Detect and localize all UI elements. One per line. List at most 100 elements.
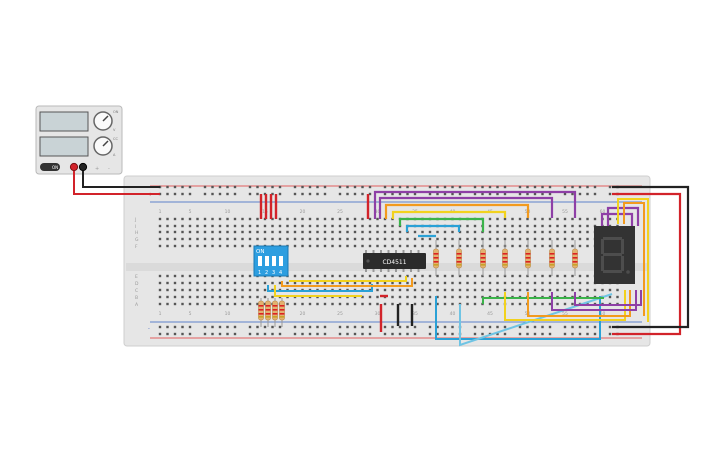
grid-hole[interactable] [286,230,289,234]
grid-hole[interactable] [293,237,297,241]
grid-hole[interactable] [563,302,567,306]
rail-hole[interactable] [428,192,432,196]
grid-hole[interactable] [196,224,199,228]
rail-hole[interactable] [368,185,372,189]
grid-hole[interactable] [256,281,259,285]
rail-hole[interactable] [488,325,492,329]
grid-hole[interactable] [466,237,469,241]
grid-hole[interactable] [406,274,409,278]
grid-hole[interactable] [211,230,214,234]
grid-hole[interactable] [428,295,432,299]
grid-hole[interactable] [308,281,312,285]
grid-hole[interactable] [293,224,297,228]
rail-hole[interactable] [586,325,589,329]
grid-hole[interactable] [173,274,177,278]
grid-hole[interactable] [196,295,199,299]
grid-hole[interactable] [586,224,589,228]
grid-hole[interactable] [278,224,282,228]
grid-hole[interactable] [248,295,252,299]
grid-hole[interactable] [241,281,244,285]
grid-hole[interactable] [533,288,537,292]
grid-hole[interactable] [286,302,289,306]
grid-hole[interactable] [511,288,514,292]
rail-hole[interactable] [383,332,387,336]
grid-hole[interactable] [376,281,379,285]
grid-hole[interactable] [188,244,192,248]
grid-hole[interactable] [203,224,207,228]
rail-hole[interactable] [548,332,552,336]
grid-hole[interactable] [203,244,207,248]
grid-hole[interactable] [571,224,574,228]
grid-hole[interactable] [226,288,229,292]
grid-hole[interactable] [316,224,319,228]
grid-hole[interactable] [166,244,169,248]
grid-hole[interactable] [458,281,462,285]
grid-hole[interactable] [496,244,499,248]
rail-hole[interactable] [278,185,282,189]
grid-hole[interactable] [451,274,454,278]
grid-hole[interactable] [421,230,424,234]
grid-hole[interactable] [361,281,364,285]
grid-hole[interactable] [308,274,312,278]
grid-hole[interactable] [308,230,312,234]
rail-hole[interactable] [451,192,454,196]
rail-hole[interactable] [541,332,544,336]
grid-hole[interactable] [473,295,477,299]
purple-wire-bottom-1[interactable] [551,290,637,311]
grid-hole[interactable] [241,288,244,292]
seven-segment-display[interactable] [594,226,635,284]
rail-hole[interactable] [586,332,589,336]
rail-hole[interactable] [203,192,207,196]
grid-hole[interactable] [293,302,297,306]
grid-hole[interactable] [466,295,469,299]
rail-hole[interactable] [181,325,184,329]
grid-hole[interactable] [368,244,372,248]
grid-hole[interactable] [451,237,454,241]
grid-hole[interactable] [301,237,304,241]
grid-hole[interactable] [481,288,484,292]
resistors[interactable] [433,240,578,276]
grid-hole[interactable] [353,244,357,248]
rail-hole[interactable] [248,325,252,329]
grid-hole[interactable] [593,288,597,292]
grid-hole[interactable] [428,244,432,248]
grid-hole[interactable] [361,295,364,299]
grid-hole[interactable] [406,288,409,292]
grid-hole[interactable] [473,274,477,278]
grid-hole[interactable] [466,244,469,248]
grid-hole[interactable] [376,302,379,306]
grid-hole[interactable] [398,230,402,234]
grid-hole[interactable] [548,237,552,241]
grid-hole[interactable] [601,288,604,292]
grid-hole[interactable] [263,288,267,292]
grid-hole[interactable] [173,224,177,228]
rail-hole[interactable] [368,332,372,336]
grid-hole[interactable] [488,224,492,228]
rail-hole[interactable] [256,185,259,189]
grid-hole[interactable] [188,302,192,306]
grid-hole[interactable] [496,274,499,278]
grid-hole[interactable] [211,281,214,285]
grid-hole[interactable] [541,230,544,234]
grid-hole[interactable] [398,244,402,248]
grid-hole[interactable] [226,237,229,241]
rail-hole[interactable] [406,192,409,196]
grid-hole[interactable] [526,230,529,234]
grid-hole[interactable] [361,274,364,278]
grid-hole[interactable] [361,230,364,234]
power-button[interactable] [40,163,60,171]
rail-hole[interactable] [473,325,477,329]
grid-hole[interactable] [233,230,237,234]
rail-hole[interactable] [443,332,447,336]
grid-hole[interactable] [571,237,574,241]
rail-hole[interactable] [391,185,394,189]
grid-hole[interactable] [541,217,544,221]
grid-hole[interactable] [233,288,237,292]
rail-hole[interactable] [496,192,499,196]
grid-hole[interactable] [428,274,432,278]
grid-hole[interactable] [196,288,199,292]
rail-hole[interactable] [166,185,169,189]
grid-hole[interactable] [316,237,319,241]
grid-hole[interactable] [376,244,379,248]
grid-hole[interactable] [203,295,207,299]
